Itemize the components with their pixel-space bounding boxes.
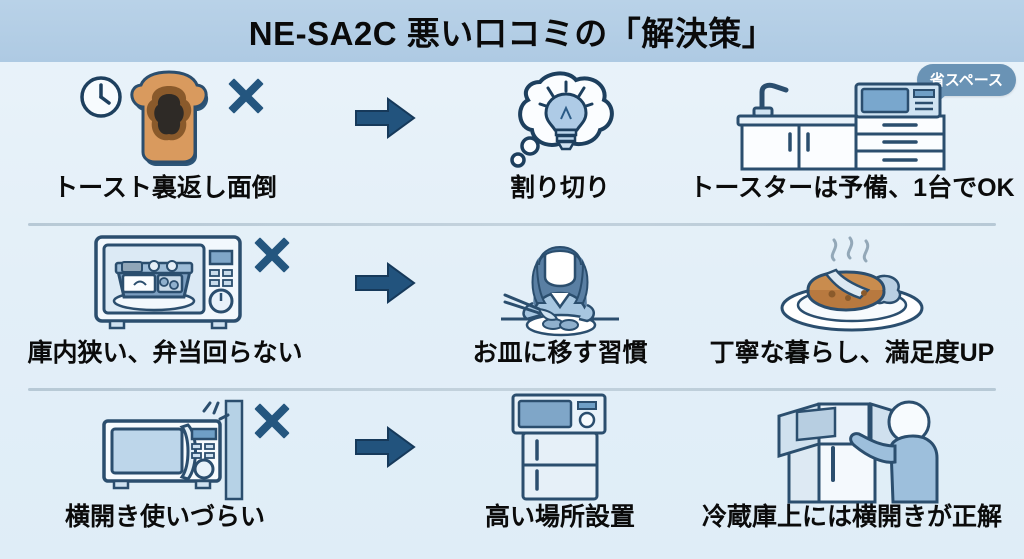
middle-cell-acceptance: 割り切り xyxy=(440,62,680,226)
row-divider-1 xyxy=(28,223,996,226)
middle-art-highplace xyxy=(440,391,680,503)
x-mark xyxy=(252,401,292,441)
problem-label-bento: 庫内狭い、弁当回らない xyxy=(27,339,303,367)
solution-cell-toaster: 省スペース xyxy=(680,62,1024,226)
arrow-right-icon xyxy=(354,96,416,140)
problem-art-door xyxy=(0,391,330,503)
solution-art-sidedoor xyxy=(680,390,1024,504)
middle-cell-highplace: 高い場所設置 xyxy=(440,391,680,559)
arrow-art-2 xyxy=(330,227,440,339)
problem-label-door: 横開き使いづらい xyxy=(64,503,265,531)
microwave-on-fridge-icon xyxy=(505,391,615,503)
arrow-art-1 xyxy=(330,62,440,174)
microwave-with-bento-icon xyxy=(92,233,244,333)
problem-cell-door: 横開き使いづらい xyxy=(0,391,330,559)
x-mark xyxy=(252,235,292,275)
person-opening-microwave-on-fridge-icon xyxy=(759,390,945,504)
steaming-plated-meal-icon xyxy=(772,230,932,336)
header-band: NE-SA2C 悪い口コミの「解決策」 xyxy=(0,0,1024,62)
middle-cell-plating: お皿に移す習慣 xyxy=(440,227,680,391)
clock-icon xyxy=(78,74,124,120)
arrow-right-icon xyxy=(354,261,416,305)
middle-label-highplace: 高い場所設置 xyxy=(484,503,635,531)
solution-cell-meal: 丁寧な暮らし、満足度UP xyxy=(680,227,1024,391)
arrow-right-icon xyxy=(354,425,416,469)
thought-bubble-lightbulb-icon xyxy=(496,64,624,172)
solution-label-meal: 丁寧な暮らし、満足度UP xyxy=(709,339,995,367)
middle-label-acceptance: 割り切り xyxy=(509,174,610,202)
arrow-cell-1 xyxy=(330,62,440,226)
arrow-cell-2 xyxy=(330,227,440,391)
kitchen-counter-microwave-icon xyxy=(720,76,956,172)
solution-art-toaster: 省スペース xyxy=(680,62,1024,174)
page-title: NE-SA2C 悪い口コミの「解決策」 xyxy=(248,15,776,52)
middle-art-plating xyxy=(440,227,680,339)
burnt-toast-icon xyxy=(128,68,210,166)
solution-label-sidedoor: 冷蔵庫上には横開きが正解 xyxy=(701,503,1002,531)
problem-cell-bento: 庫内狭い、弁当回らない xyxy=(0,227,330,391)
problem-art-toast xyxy=(0,62,330,174)
solution-label-toaster: トースターは予備、1台でOK xyxy=(689,174,1015,202)
side-opening-microwave-wall-icon xyxy=(96,399,256,501)
person-plating-food-icon xyxy=(495,231,625,337)
arrow-art-3 xyxy=(330,391,440,503)
arrow-cell-3 xyxy=(330,391,440,559)
row-divider-2 xyxy=(28,388,996,391)
middle-label-plating: お皿に移す習慣 xyxy=(472,339,648,367)
middle-art-acceptance xyxy=(440,62,680,174)
problem-label-toast: トースト裏返し面倒 xyxy=(53,174,277,202)
row-door: 横開き使いづらい xyxy=(0,391,1024,559)
problem-art-bento xyxy=(0,227,330,339)
solution-cell-sidedoor: 冷蔵庫上には横開きが正解 xyxy=(680,391,1024,559)
rows-container: トースト裏返し面倒 xyxy=(0,62,1024,559)
solution-art-meal xyxy=(680,227,1024,339)
x-mark xyxy=(226,76,266,116)
row-bento: 庫内狭い、弁当回らない xyxy=(0,227,1024,391)
row-toast: トースト裏返し面倒 xyxy=(0,62,1024,226)
problem-cell-toast: トースト裏返し面倒 xyxy=(0,62,330,226)
